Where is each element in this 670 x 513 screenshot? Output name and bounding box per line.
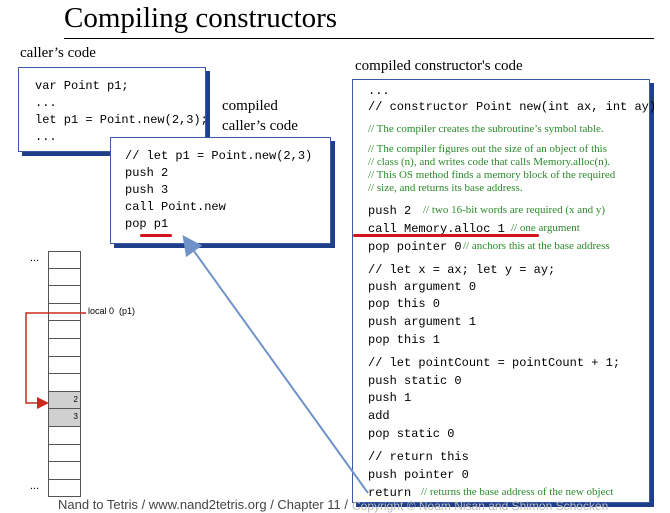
memory-cell — [48, 303, 81, 322]
alloc-highlight — [353, 234, 539, 237]
code-line: call Memory.alloc 1 — [368, 222, 505, 236]
code-line: push argument 0 — [368, 280, 477, 294]
code-line: pop this 1 — [368, 333, 441, 347]
code-line: push argument 1 — [368, 315, 477, 329]
memory-cell-y: 3 — [48, 409, 81, 427]
memory-cell — [48, 251, 81, 269]
memory-cell — [48, 338, 81, 357]
code-line: pop p1 — [125, 217, 169, 231]
comment-line: // two 16-bit words are required (x and … — [423, 204, 606, 216]
code-line: push 2 — [125, 166, 169, 180]
code-line: push static 0 — [368, 374, 462, 388]
code-line: // let x = ax; let y = ay; — [368, 263, 556, 277]
compiled-callers-code-label-1: compiled — [222, 98, 278, 114]
code-line: // constructor Point new(int ax, int ay) — [368, 100, 657, 114]
code-line: ... — [35, 130, 57, 144]
code-line: push 3 — [125, 183, 169, 197]
memory-cell — [48, 268, 81, 287]
comment-line: // The compiler figures out the size of … — [368, 143, 607, 155]
compiled-callers-code-label-2: caller’s code — [222, 118, 298, 134]
code-line: call Point.new — [125, 200, 226, 214]
code-line: // let p1 = Point.new(2,3) — [125, 149, 313, 163]
memory-cell — [48, 462, 81, 480]
return-arrow — [182, 235, 369, 494]
title-divider — [64, 38, 654, 39]
callers-code-label: caller’s code — [20, 45, 96, 61]
code-line: pop pointer 0 — [368, 240, 462, 254]
comment-line: // size, and returns its base address. — [368, 182, 523, 194]
memory-cell — [48, 426, 81, 445]
code-line: let p1 = Point.new(2,3); — [35, 113, 208, 127]
code-line: pop this 0 — [368, 297, 441, 311]
code-line: return — [368, 486, 412, 500]
comment-line: // This OS method finds a memory block o… — [368, 169, 616, 181]
comment-line: // returns the base address of the new o… — [421, 486, 614, 498]
footer: Nand to Tetris / www.nand2tetris.org / C… — [58, 497, 352, 512]
comment-line: // anchors this at the base address — [463, 240, 610, 252]
comment-line: // one argument — [511, 222, 580, 234]
memory-cell — [48, 444, 81, 463]
pop-p1-highlight — [140, 234, 172, 237]
page-title: Compiling constructors — [64, 2, 338, 34]
memory-cell — [48, 374, 81, 392]
memory-cell — [48, 479, 81, 498]
code-line: add — [368, 409, 390, 423]
comment-line: // The compiler creates the subroutine’s… — [368, 123, 604, 135]
compiled-constructors-code-box: ... // constructor Point new(int ax, int… — [352, 79, 656, 503]
code-line: push 2 — [368, 204, 412, 218]
memory-cell-x: 2 — [48, 391, 81, 410]
code-line: ... — [368, 84, 390, 98]
code-line: var Point p1; — [35, 79, 129, 93]
memory-top-ellipsis: ... — [30, 252, 40, 264]
memory-cell — [48, 286, 81, 304]
memory-bottom-ellipsis: ... — [30, 480, 40, 492]
code-line: pop static 0 — [368, 427, 455, 441]
compiled-callers-code-box: // let p1 = Point.new(2,3) push 2 push 3… — [110, 137, 331, 244]
local0-label: local 0 (p1) — [88, 306, 136, 316]
code-line: // return this — [368, 450, 469, 464]
code-line: push pointer 0 — [368, 468, 469, 482]
memory-cell — [48, 356, 81, 375]
memory-cell-local0 — [48, 321, 81, 339]
code-line: push 1 — [368, 391, 412, 405]
code-line: ... — [35, 96, 57, 110]
code-line: // let pointCount = pointCount + 1; — [368, 356, 621, 370]
compiled-constructors-code-label: compiled constructor's code — [355, 58, 523, 74]
comment-line: // class (n), and writes code that calls… — [368, 156, 611, 168]
footer-copyright: Copyright © Noam Nisan and Shimon Schock… — [352, 499, 609, 513]
memory-segment: 2 3 — [48, 251, 81, 498]
